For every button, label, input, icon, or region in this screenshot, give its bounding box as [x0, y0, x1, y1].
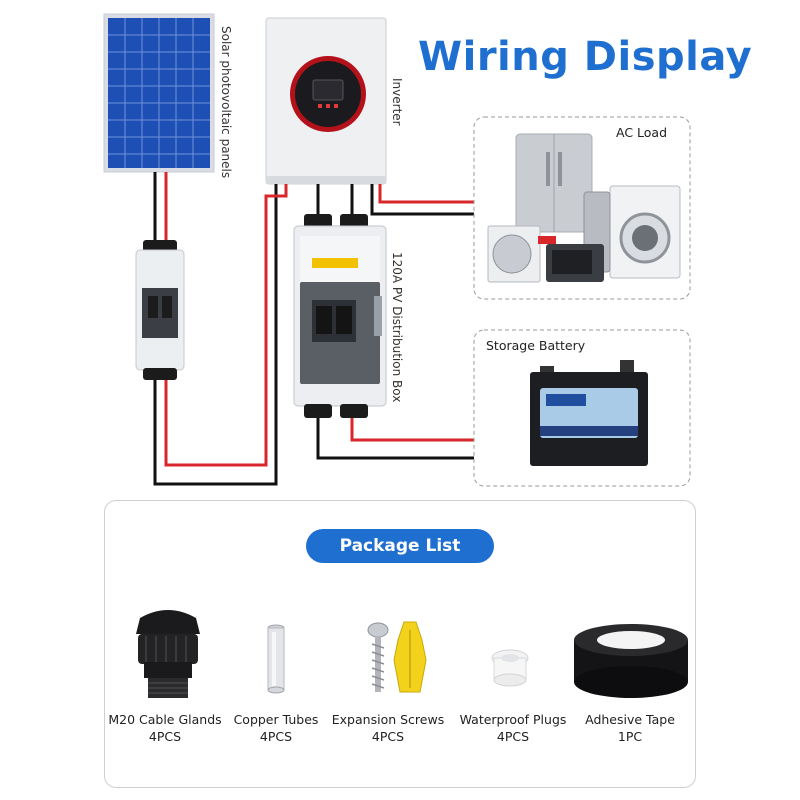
expansion-screw-icon — [367, 621, 427, 693]
battery-icon — [530, 360, 648, 466]
solar-panel-label: Solar photovoltaic panels — [219, 26, 233, 179]
copper-tube-icon — [267, 624, 285, 694]
item-qty-cable-glands: 4PCS — [148, 729, 182, 744]
package-list-heading: Package List — [306, 529, 494, 563]
adhesive-tape-icon — [574, 624, 688, 698]
package-items-icons — [136, 610, 688, 698]
item-qty-adhesive-tape: 1PC — [617, 729, 643, 744]
battery-label: Storage Battery — [486, 338, 586, 353]
wiring-diagram — [103, 13, 691, 487]
item-name-adhesive-tape: Adhesive Tape — [585, 712, 675, 727]
page-title: Wiring Display — [418, 34, 753, 80]
solar-panel-icon — [103, 13, 215, 173]
waterproof-plug-icon — [491, 649, 529, 687]
item-name-copper-tubes: Copper Tubes — [233, 712, 319, 727]
inverter-icon — [265, 17, 387, 185]
cable-gland-icon — [136, 610, 200, 698]
package-list-panel — [104, 500, 696, 788]
ac-load-box — [473, 116, 691, 300]
ac-load-appliances-icon — [487, 133, 681, 283]
item-qty-expansion-screws: 4PCS — [371, 729, 405, 744]
item-name-cable-glands: M20 Cable Glands — [108, 712, 222, 727]
ac-load-label: AC Load — [616, 125, 668, 140]
item-name-waterproof-plugs: Waterproof Plugs — [459, 712, 567, 727]
dc-breaker-icon — [135, 240, 185, 380]
inverter-label: Inverter — [390, 78, 404, 126]
item-qty-copper-tubes: 4PCS — [259, 729, 293, 744]
distribution-box-label: 120A PV Distribution Box — [390, 252, 404, 403]
item-qty-waterproof-plugs: 4PCS — [496, 729, 530, 744]
battery-box — [473, 329, 691, 487]
distribution-box-icon — [293, 214, 387, 418]
item-name-expansion-screws: Expansion Screws — [331, 712, 445, 727]
